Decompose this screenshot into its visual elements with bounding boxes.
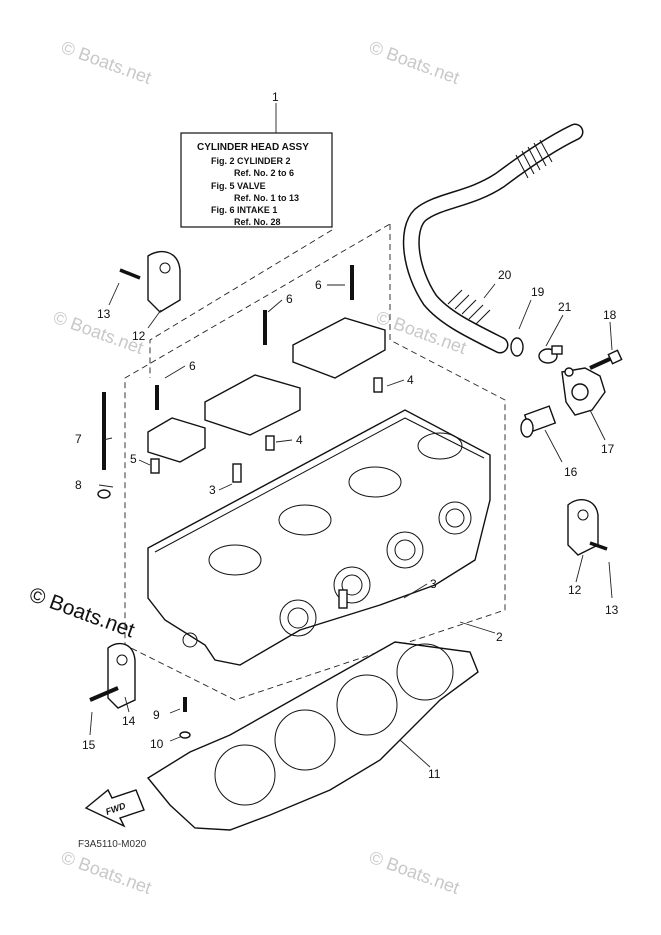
- bolts: [89, 265, 608, 739]
- callout-7: 7: [75, 432, 82, 446]
- diagram-code: F3A5110-M020: [78, 839, 147, 850]
- info-box-line-2: Ref. No. 2 to 6: [234, 168, 294, 178]
- callout-3-right: 3: [430, 577, 437, 591]
- camshaft-caps: [147, 317, 386, 463]
- watermark-bottom-right: © Boats.net: [367, 847, 462, 898]
- hose-clamp: [538, 345, 563, 364]
- info-box-line-3: Fig. 5 VALVE: [211, 181, 266, 191]
- callout-11: 11: [428, 767, 441, 781]
- callout-4-mid: 4: [296, 433, 303, 447]
- water-hose: [402, 123, 584, 357]
- info-box: CYLINDER HEAD ASSY Fig. 2 CYLINDER 2 Ref…: [180, 103, 333, 228]
- info-box-line-6: Ref. No. 28: [234, 217, 281, 227]
- callout-1: 1: [272, 90, 279, 104]
- info-box-title: CYLINDER HEAD ASSY: [197, 142, 309, 153]
- callout-15: 15: [82, 738, 96, 752]
- callout-numbers: 1 2 3 3 4 4 5 6 6 6 7 8 9 10 11 12 12 13…: [75, 90, 619, 781]
- callout-9: 9: [153, 708, 160, 722]
- bracket-12-right: [567, 499, 599, 556]
- callout-4-top: 4: [407, 373, 414, 387]
- callout-17: 17: [601, 442, 615, 456]
- watermark-large: © Boats.net: [26, 583, 137, 642]
- watermark-bottom-left: © Boats.net: [59, 847, 154, 898]
- watermark-top-right: © Boats.net: [367, 37, 462, 88]
- callout-2: 2: [496, 630, 503, 644]
- leader-lines: [89, 282, 613, 768]
- callout-12-top: 12: [132, 329, 146, 343]
- callout-13-top: 13: [97, 307, 111, 321]
- callout-14: 14: [122, 714, 136, 728]
- callout-5: 5: [130, 452, 137, 466]
- thermostat: [520, 405, 557, 438]
- callout-3-left: 3: [209, 483, 216, 497]
- bolt-18: [589, 349, 623, 370]
- callout-21: 21: [558, 300, 572, 314]
- info-box-line-5: Fig. 6 INTAKE 1: [211, 205, 277, 215]
- bracket-14: [107, 642, 136, 709]
- callout-6-mid: 6: [286, 292, 293, 306]
- callout-10: 10: [150, 737, 164, 751]
- info-box-line-1: Fig. 2 CYLINDER 2: [211, 156, 291, 166]
- thermostat-cover: [561, 367, 606, 416]
- callout-18: 18: [603, 308, 617, 322]
- head-gasket: [146, 641, 479, 831]
- callout-20: 20: [498, 268, 512, 282]
- watermark-top-left: © Boats.net: [59, 37, 154, 88]
- callout-6-left: 6: [189, 359, 196, 373]
- assembly-dashed-outline: [124, 223, 506, 701]
- callout-12-right: 12: [568, 583, 582, 597]
- callout-16: 16: [564, 465, 578, 479]
- bracket-12-top: [147, 250, 181, 313]
- callout-6-top: 6: [315, 278, 322, 292]
- callout-13-right: 13: [605, 603, 619, 617]
- fwd-arrow: FWD: [84, 788, 145, 828]
- info-box-line-4: Ref. No. 1 to 13: [234, 193, 299, 203]
- callout-8: 8: [75, 478, 82, 492]
- callout-19: 19: [531, 285, 545, 299]
- cylinder-head: [147, 409, 491, 666]
